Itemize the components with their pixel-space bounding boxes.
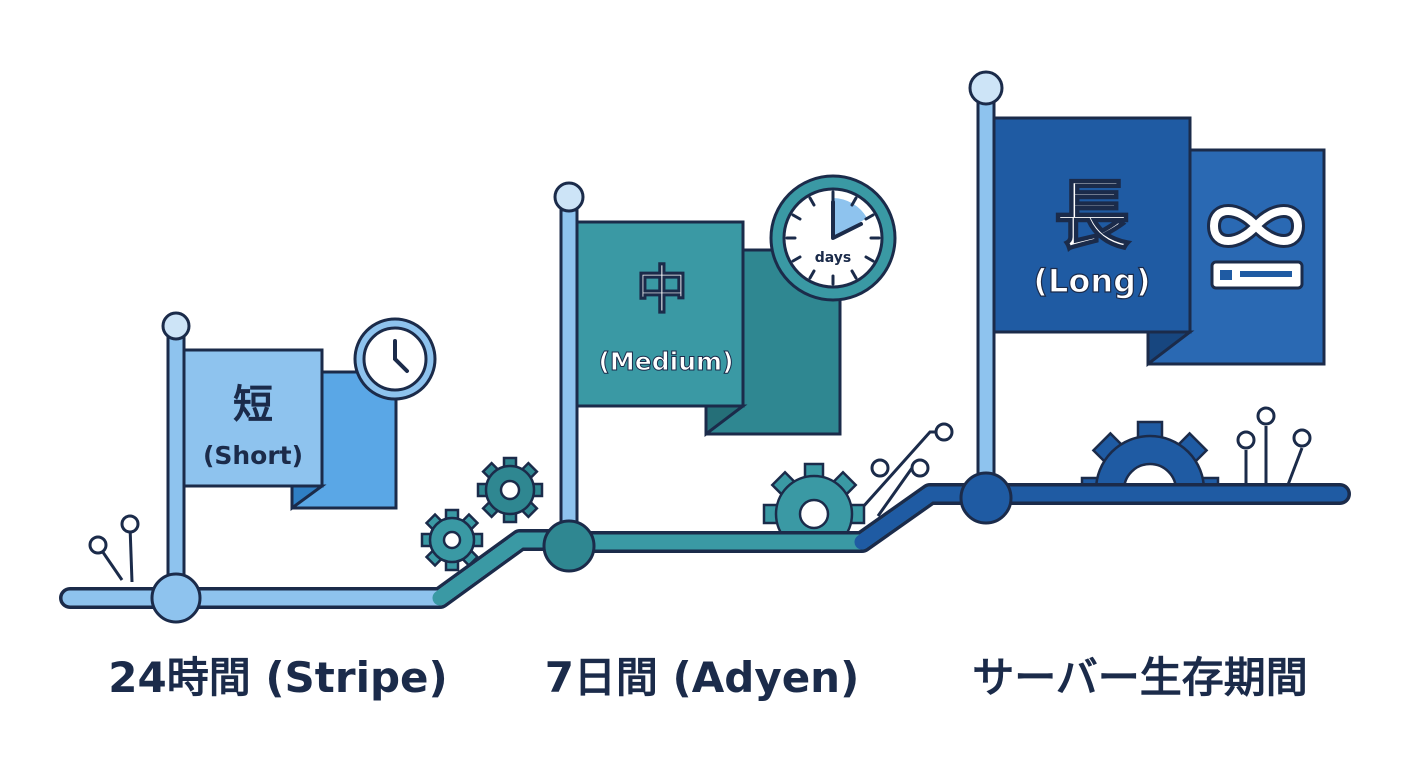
caption-long: サーバー生存期間 xyxy=(972,653,1308,702)
clock-days-label: days xyxy=(815,250,852,266)
circuit-icon-left xyxy=(88,514,140,583)
flag-short: 短 (Short) xyxy=(150,311,437,624)
caption-short: 24時間 (Stripe) xyxy=(108,653,447,702)
flag-medium: 中 (Medium) days xyxy=(542,174,897,573)
flag-short-label: (Short) xyxy=(203,441,303,470)
gear-icon-1 xyxy=(476,456,544,524)
clock-icon-short xyxy=(353,317,437,401)
timeline-node-long xyxy=(959,471,1013,525)
flagpole-medium xyxy=(559,208,579,540)
timeline-node-medium xyxy=(542,519,596,573)
caption-medium: 7日間 (Adyen) xyxy=(545,653,860,702)
flag-medium-label: (Medium) xyxy=(599,347,734,376)
flagpole-short xyxy=(166,328,186,594)
flag-medium-kanji: 中 xyxy=(636,261,688,321)
server-icon xyxy=(1210,260,1304,290)
flag-long-label: (Long) xyxy=(1033,262,1150,300)
flagpole-long xyxy=(976,98,996,500)
flag-short-cloth xyxy=(182,348,324,488)
flagpole-short-finial xyxy=(161,311,191,341)
circuit-icon-right xyxy=(1236,406,1312,491)
flagpole-long-finial xyxy=(968,70,1004,106)
flag-long-kanji: 長 xyxy=(1054,171,1131,260)
infinity-icon xyxy=(1207,204,1305,248)
flag-medium-cloth xyxy=(575,220,745,408)
flagpole-medium-finial xyxy=(553,181,585,213)
timeline-node-short xyxy=(150,572,202,624)
circuit-icon-middle xyxy=(860,422,954,517)
gear-icon-2 xyxy=(420,508,484,572)
flag-long-cloth xyxy=(992,116,1192,334)
flag-long: 長 (Long) xyxy=(959,70,1326,525)
flag-short-kanji: 短 xyxy=(233,382,273,428)
clock-icon-medium: days xyxy=(769,174,897,302)
